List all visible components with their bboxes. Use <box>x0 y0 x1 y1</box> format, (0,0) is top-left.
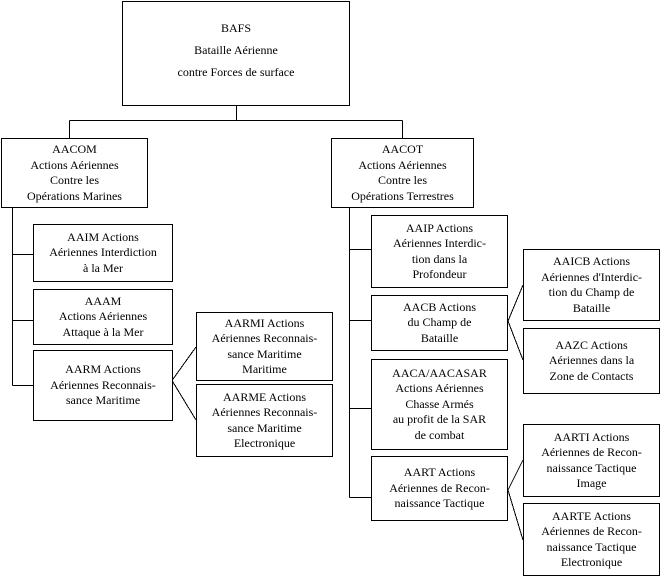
node-text-line: sance Maritime <box>227 346 302 361</box>
node-text-line: Actions Aériennes <box>358 157 447 172</box>
node-text-line: Attaque à la Mer <box>62 324 144 339</box>
connector-aacom <box>12 208 33 386</box>
node-text-line: AAAM <box>84 293 122 308</box>
node-text-line: AARM Actions <box>65 362 141 377</box>
connector-aacb <box>507 284 524 361</box>
node-text-line: Actions Aériennes <box>58 309 148 324</box>
node-text-line: Contre les <box>378 173 427 187</box>
node-text-line: sance Maritime <box>65 393 141 408</box>
node-text-line: Zone de Contacts <box>549 368 634 383</box>
node-text-line: Image <box>576 476 607 490</box>
node-text-line: AACOT <box>381 142 424 156</box>
node-text-line: AACOM <box>52 142 97 156</box>
node-text-line: tion du Champ de <box>548 285 635 299</box>
node-text-line: AACA/AACASAR <box>392 365 487 380</box>
node-text-line: Maritime <box>242 362 287 376</box>
node-text-line: AARMI Actions <box>224 315 305 330</box>
node-text-line: AART Actions <box>403 465 476 480</box>
node-text-line: AARTI Actions <box>553 429 630 444</box>
node-text-line: naissance Tactique <box>546 539 637 554</box>
node-bafs: BAFS Bataille Aérienne contre Forces de su… <box>122 1 350 106</box>
connector-aacot <box>349 208 371 498</box>
node-text-line: Aériennes de Recon- <box>541 445 642 459</box>
connector-aart <box>507 459 524 541</box>
node-text-line: Aériennes Interdic- <box>393 236 486 250</box>
node-text-line: au profit de la SAR <box>392 412 487 427</box>
node-text-line: Aériennes d'Interdic- <box>540 269 643 284</box>
node-text-line: Bataille <box>572 300 611 315</box>
node-text-line: AAICB Actions <box>552 254 630 268</box>
node-text-line: AACB Actions <box>402 299 476 314</box>
node-text-line: AARME Actions <box>222 389 306 404</box>
node-text-line: Opérations Terrestres <box>351 188 454 203</box>
node-text-line: Aériennes Reconnais- <box>211 405 318 419</box>
node-text-line: Profondeur <box>412 267 467 281</box>
node-text-line: AAIP Actions <box>405 220 474 235</box>
node-text-line: Bataille Aérienne <box>194 42 278 57</box>
node-text-line: AAZC Actions <box>555 337 628 352</box>
node-text-line: Electronique <box>560 555 623 569</box>
node-text-line: à la Mer <box>83 260 123 275</box>
node-text-line: contre Forces de surface <box>177 64 295 79</box>
connector-aarm <box>171 346 197 421</box>
node-text-line: Actions Aériennes <box>30 157 119 172</box>
node-text-line: BAFS <box>220 20 252 35</box>
node-text-line: Opérations Marines <box>27 188 122 203</box>
node-text-line: Electronique <box>233 436 296 450</box>
node-text-line: Chasse Armés <box>405 396 474 411</box>
node-text-line: AAIM Actions <box>67 229 139 244</box>
node-text-line: naissance Tactique <box>546 460 637 475</box>
node-text-line: tion dans la <box>411 251 468 266</box>
node-text-line: Aériennes Reconnais- <box>211 331 318 345</box>
node-text-line: Bataille <box>420 330 459 345</box>
node-text-line: naissance Tactique <box>394 496 485 511</box>
node-text-line: sance Maritime <box>227 420 302 435</box>
node-text-line: du Champ de <box>407 315 472 330</box>
node-text-line: Aériennes Reconnais- <box>50 377 156 392</box>
node-text-line: AARTE Actions <box>552 508 631 523</box>
node-text-line: Contre les <box>50 173 99 187</box>
node-text-line: Actions Aériennes <box>395 381 484 396</box>
node-text-line: Aériennes Interdiction <box>49 245 157 260</box>
node-text-line: Aériennes de Recon- <box>389 480 490 495</box>
node-text-line: Aériennes de Recon- <box>541 524 642 538</box>
node-text-line: de combat <box>414 427 465 442</box>
connector-root <box>69 106 403 138</box>
node-text-line: Aériennes dans la <box>548 353 635 368</box>
